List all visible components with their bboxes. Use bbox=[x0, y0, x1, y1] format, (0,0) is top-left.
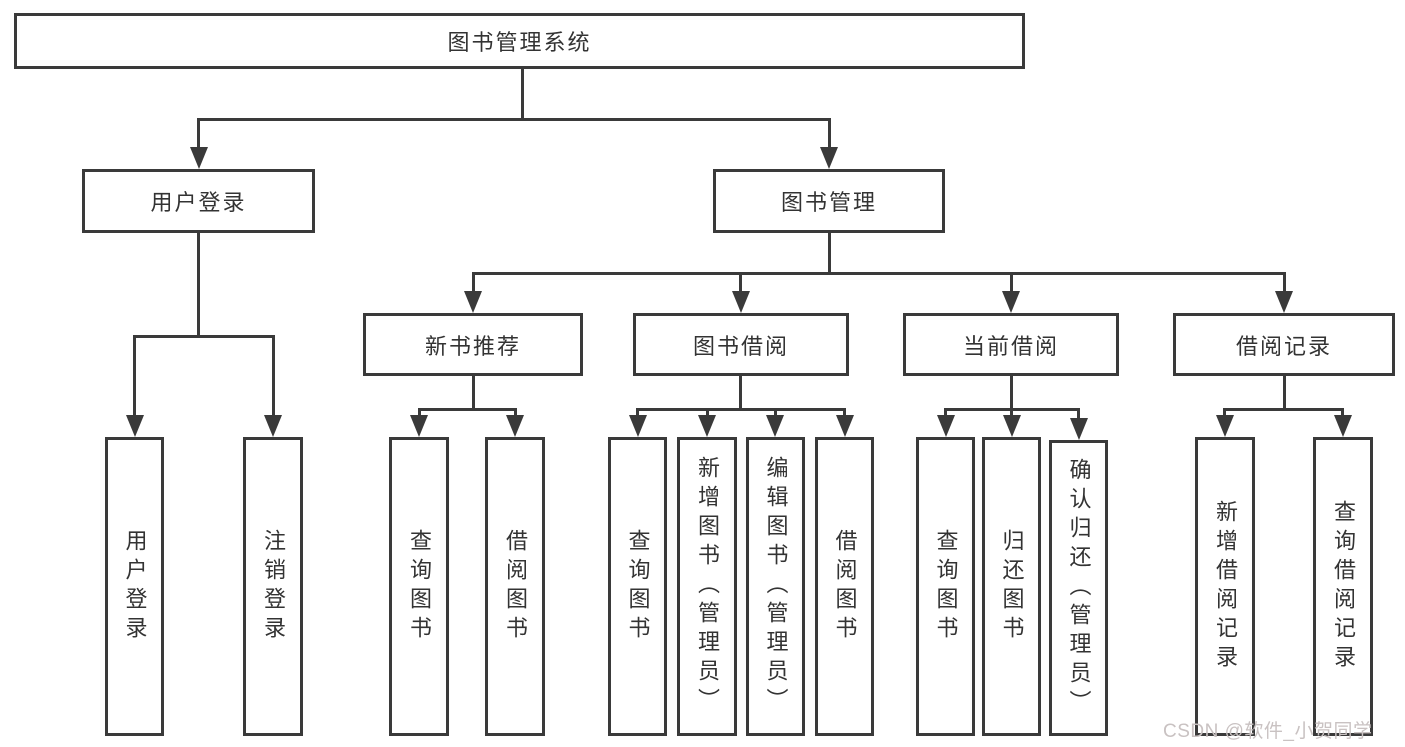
connector-line bbox=[418, 408, 421, 418]
node-label: 确认归还（管理员） bbox=[1066, 457, 1092, 719]
connector-line bbox=[197, 233, 200, 338]
connector-line bbox=[1283, 272, 1286, 293]
connector-line bbox=[944, 408, 947, 418]
arrow-head bbox=[937, 415, 955, 437]
node-leaf-user-login: 用户登录 bbox=[105, 437, 164, 736]
node-leaf-query-books: 查询图书 bbox=[916, 437, 975, 736]
node-user-login: 用户登录 bbox=[82, 169, 315, 233]
node-leaf-borrow-books: 借阅图书 bbox=[815, 437, 874, 736]
arrow-head bbox=[506, 415, 524, 437]
arrow-head bbox=[629, 415, 647, 437]
connector-line bbox=[521, 68, 524, 121]
connector-line bbox=[739, 376, 742, 411]
node-label: 图书管理系统 bbox=[447, 30, 592, 55]
node-label: 当前借阅 bbox=[962, 333, 1059, 359]
node-label: 借阅图书 bbox=[832, 528, 858, 645]
connector-line bbox=[636, 408, 846, 411]
connector-line bbox=[828, 233, 831, 275]
arrow-head bbox=[1275, 291, 1293, 313]
connector-line bbox=[472, 272, 1285, 275]
arrow-head bbox=[264, 415, 282, 437]
connector-line bbox=[197, 118, 200, 148]
node-label: 查询图书 bbox=[625, 528, 651, 645]
node-label: 用户登录 bbox=[150, 190, 247, 215]
node-leaf-add-books-admin: 新增图书（管理员） bbox=[677, 437, 737, 736]
connector-line bbox=[774, 408, 777, 418]
node-label: 查询借阅记录 bbox=[1331, 499, 1356, 674]
arrow-head bbox=[1216, 415, 1234, 437]
node-borrowing-records: 借阅记录 bbox=[1173, 313, 1395, 376]
arrow-head bbox=[1003, 415, 1021, 437]
arrow-head bbox=[732, 291, 750, 313]
connector-line bbox=[706, 408, 709, 418]
node-label: 图书借阅 bbox=[692, 333, 789, 359]
connector-line bbox=[197, 118, 831, 121]
arrow-head bbox=[1334, 415, 1352, 437]
node-label: 用户登录 bbox=[122, 528, 148, 645]
node-leaf-add-borrow-record: 新增借阅记录 bbox=[1195, 437, 1255, 736]
node-book-management: 图书管理 bbox=[713, 169, 945, 233]
node-label: 注销登录 bbox=[261, 528, 286, 645]
connector-line bbox=[1341, 408, 1344, 418]
connector-line bbox=[472, 376, 475, 411]
arrow-head bbox=[1070, 418, 1088, 440]
arrow-head bbox=[126, 415, 144, 437]
connector-line bbox=[418, 408, 517, 411]
node-book-borrowing: 图书借阅 bbox=[633, 313, 849, 376]
connector-line bbox=[133, 335, 275, 338]
node-leaf-confirm-return-admin: 确认归还（管理员） bbox=[1049, 440, 1108, 736]
connector-line bbox=[1010, 376, 1013, 411]
csdn-watermark: CSDN @软件_小贺同学 bbox=[1163, 721, 1373, 742]
connector-line bbox=[739, 272, 742, 293]
node-leaf-query-books: 查询图书 bbox=[389, 437, 449, 736]
node-label: 借阅图书 bbox=[503, 528, 528, 645]
arrow-head bbox=[464, 291, 482, 313]
connector-line bbox=[1223, 408, 1344, 411]
node-leaf-logout: 注销登录 bbox=[243, 437, 303, 736]
connector-line bbox=[514, 408, 517, 418]
connector-line bbox=[828, 118, 831, 148]
arrow-head bbox=[820, 147, 838, 169]
node-library-management-system: 图书管理系统 bbox=[14, 13, 1025, 69]
arrow-head bbox=[190, 147, 208, 169]
connector-line bbox=[1010, 408, 1013, 418]
node-label: 借阅记录 bbox=[1235, 333, 1332, 359]
node-leaf-borrow-books: 借阅图书 bbox=[485, 437, 545, 736]
node-label: 归还图书 bbox=[999, 528, 1025, 645]
node-label: 图书管理 bbox=[780, 190, 877, 215]
node-current-borrowing: 当前借阅 bbox=[903, 313, 1119, 376]
node-leaf-edit-books-admin: 编辑图书（管理员） bbox=[746, 437, 805, 736]
connector-line bbox=[272, 335, 275, 417]
arrow-head bbox=[410, 415, 428, 437]
node-label: 查询图书 bbox=[933, 528, 959, 645]
connector-line bbox=[843, 408, 846, 418]
node-label: 新增借阅记录 bbox=[1213, 499, 1238, 674]
node-leaf-query-books: 查询图书 bbox=[608, 437, 667, 736]
node-leaf-query-borrow-record: 查询借阅记录 bbox=[1313, 437, 1373, 736]
connector-line bbox=[1077, 408, 1080, 418]
node-label: 查询图书 bbox=[407, 528, 432, 645]
connector-line bbox=[472, 272, 475, 293]
connector-line bbox=[133, 335, 136, 417]
connector-line bbox=[1223, 408, 1226, 418]
connector-line bbox=[1010, 272, 1013, 293]
node-leaf-return-books: 归还图书 bbox=[982, 437, 1041, 736]
node-label: 编辑图书（管理员） bbox=[763, 456, 789, 717]
arrow-head bbox=[1002, 291, 1020, 313]
arrow-head bbox=[836, 415, 854, 437]
node-label: 新书推荐 bbox=[424, 333, 521, 359]
arrow-head bbox=[698, 415, 716, 437]
connector-line bbox=[636, 408, 639, 418]
node-new-book-recommendation: 新书推荐 bbox=[363, 313, 583, 376]
node-label: 新增图书（管理员） bbox=[695, 456, 720, 717]
connector-line bbox=[1283, 376, 1286, 411]
arrow-head bbox=[766, 415, 784, 437]
